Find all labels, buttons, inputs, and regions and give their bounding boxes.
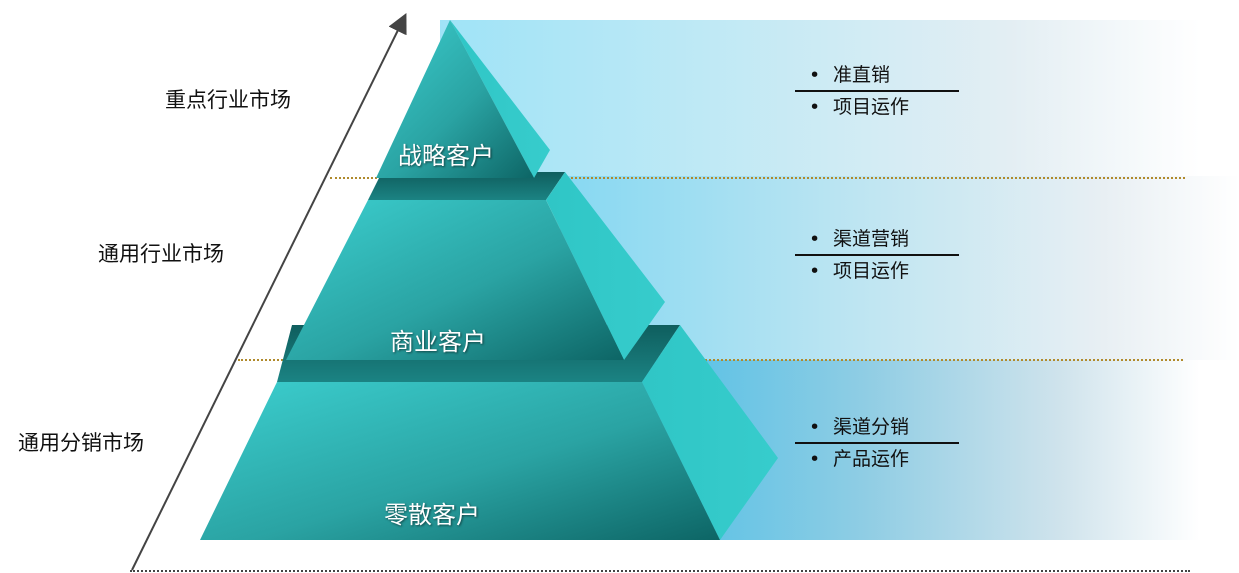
strategy-list-strategic: • 准直销 • 项目运作 — [795, 60, 959, 122]
tier-label-strategic: 战略客户 — [398, 142, 494, 170]
list-divider — [795, 254, 959, 256]
bullet-icon: • — [809, 228, 821, 250]
market-label-general-distribution: 通用分销市场 — [18, 431, 144, 455]
list-divider — [795, 90, 959, 92]
tier-bottom-front-face — [200, 382, 720, 540]
list-item: • 渠道营销 — [795, 224, 959, 254]
list-item: • 项目运作 — [795, 256, 959, 286]
list-item: • 产品运作 — [795, 444, 959, 474]
tier-label-commercial: 商业客户 — [390, 328, 486, 356]
list-item-text: 项目运作 — [833, 96, 910, 118]
tier-middle-side-face — [546, 172, 665, 360]
tier-middle-front-face — [286, 200, 624, 360]
tier-middle-top-face — [368, 172, 565, 200]
bullet-icon: • — [809, 260, 821, 282]
growth-arrow-icon — [131, 13, 407, 571]
separator-line-top — [330, 177, 1185, 179]
list-divider — [795, 442, 959, 444]
bullet-icon: • — [809, 96, 821, 118]
baseline-line — [130, 570, 1190, 572]
list-item: • 准直销 — [795, 60, 959, 90]
market-label-general-industry: 通用行业市场 — [98, 242, 224, 266]
band-strategic — [440, 20, 1200, 176]
bullet-icon: • — [809, 64, 821, 86]
tier-bottom-side-face — [642, 325, 778, 540]
tier-label-retail: 零散客户 — [384, 501, 480, 529]
separator-line-middle — [238, 359, 1183, 361]
list-item-text: 渠道分销 — [833, 416, 910, 438]
tier-top-front-face — [376, 20, 534, 178]
list-item-text: 准直销 — [833, 64, 891, 86]
list-item-text: 渠道营销 — [833, 228, 910, 250]
market-label-key-industry: 重点行业市场 — [165, 88, 291, 112]
list-item: • 渠道分销 — [795, 412, 959, 442]
bullet-icon: • — [809, 416, 821, 438]
strategy-list-retail: • 渠道分销 • 产品运作 — [795, 412, 959, 474]
strategy-list-commercial: • 渠道营销 • 项目运作 — [795, 224, 959, 286]
list-item-text: 项目运作 — [833, 260, 910, 282]
bullet-icon: • — [809, 448, 821, 470]
tier-top-side-face — [450, 20, 550, 178]
list-item: • 项目运作 — [795, 92, 959, 122]
list-item-text: 产品运作 — [833, 448, 910, 470]
